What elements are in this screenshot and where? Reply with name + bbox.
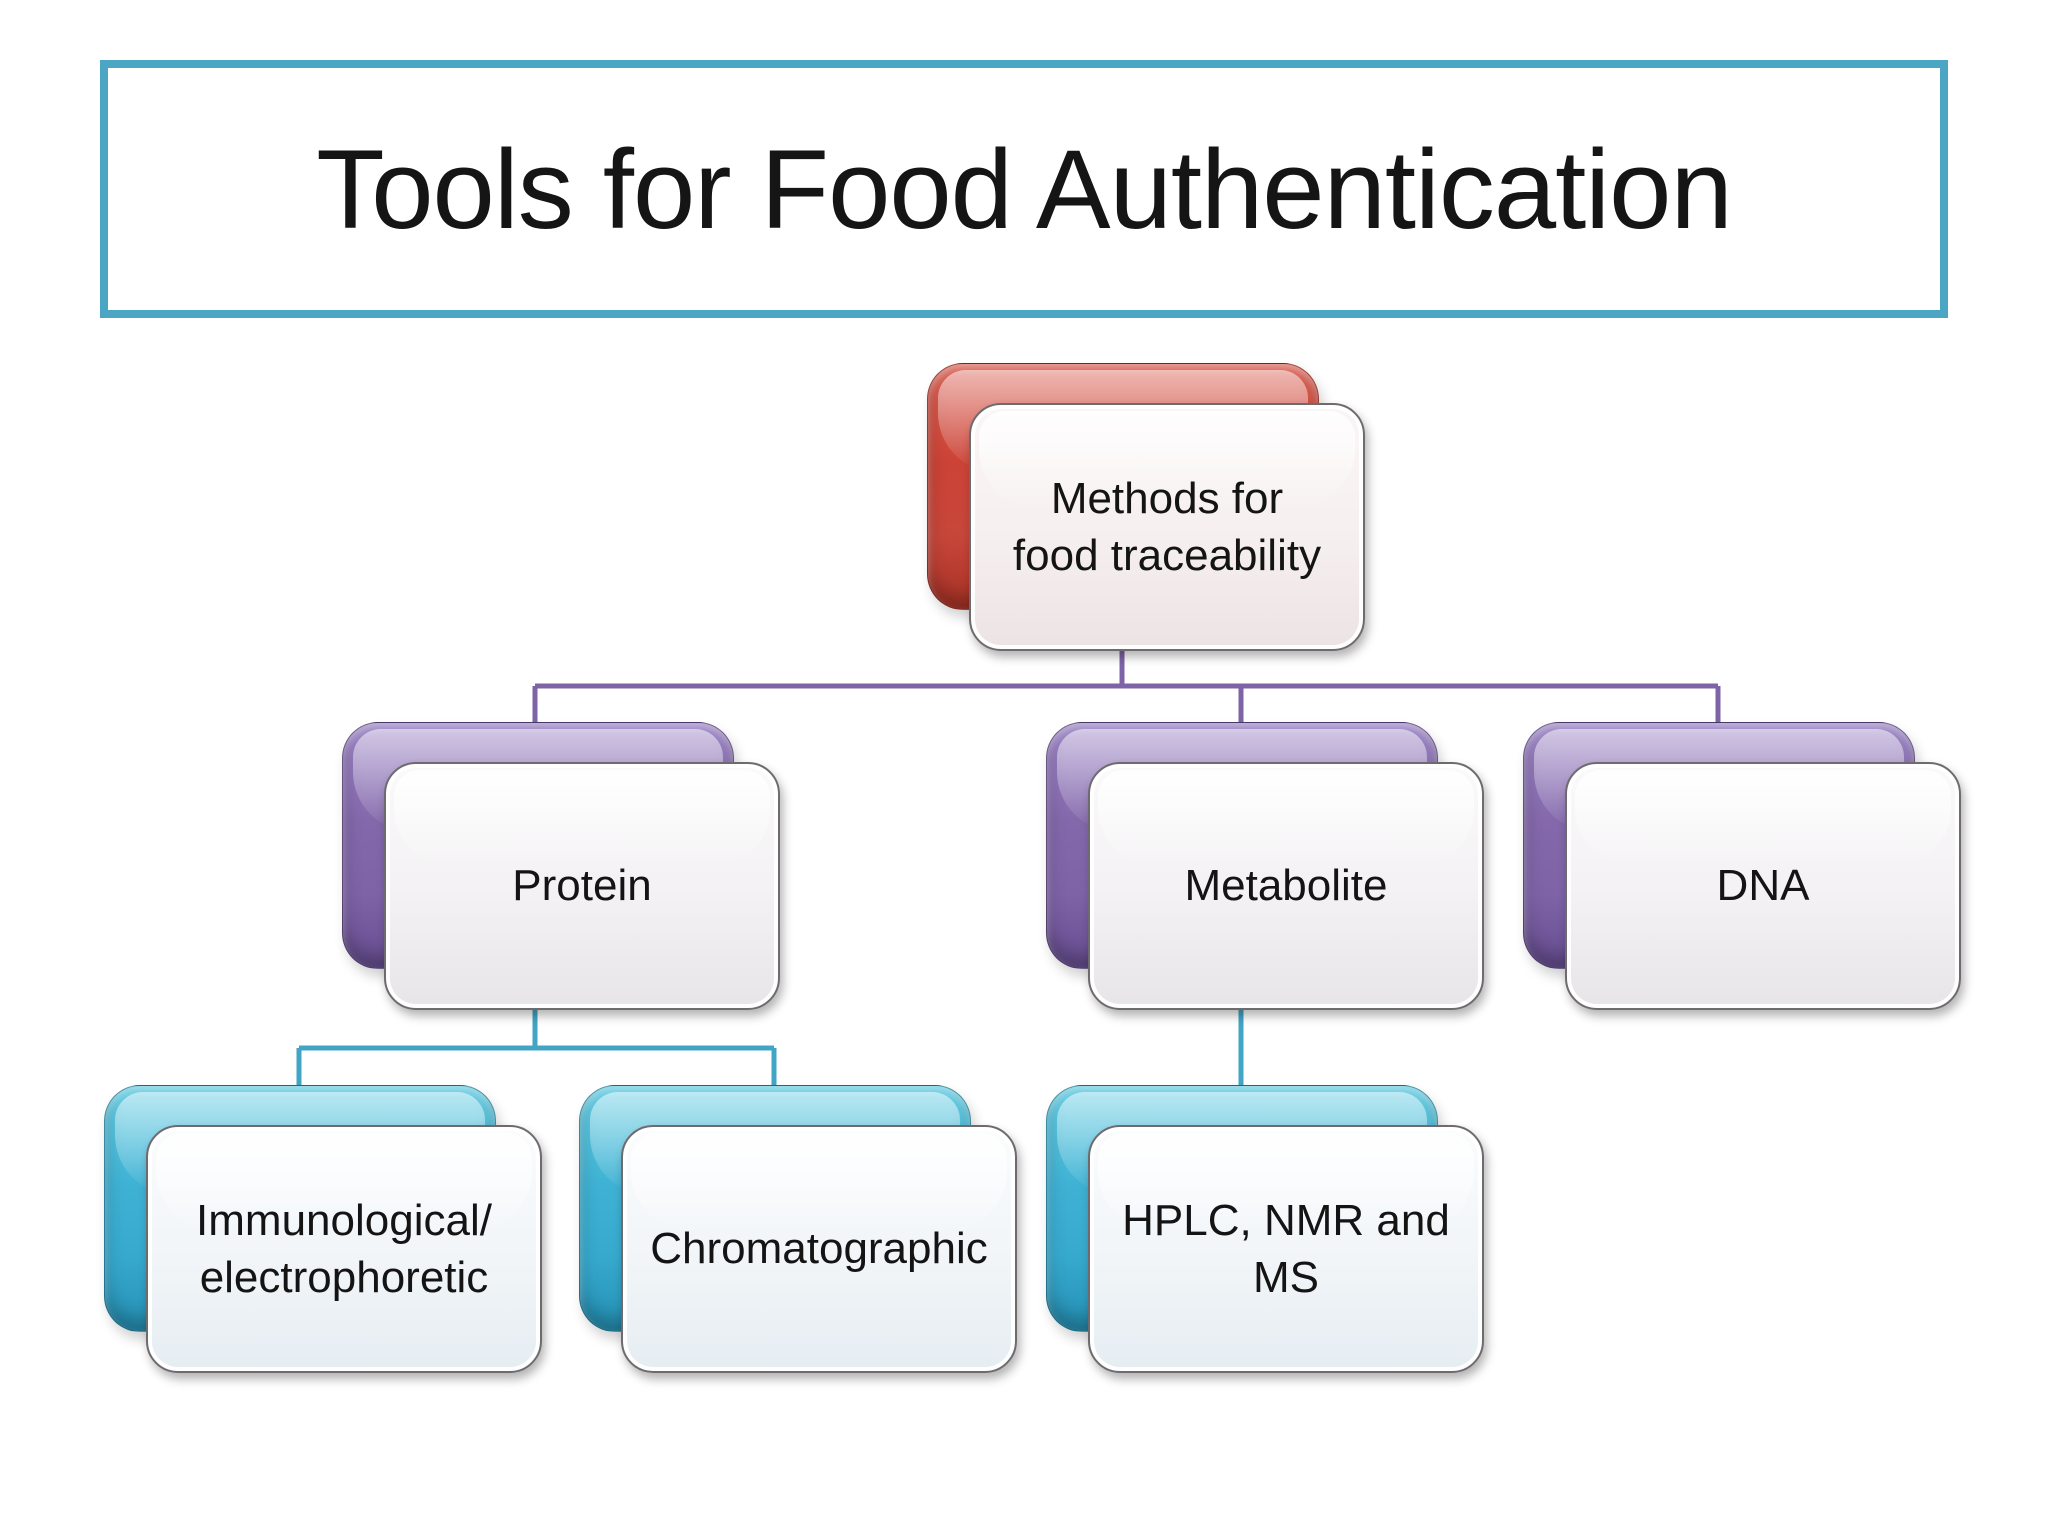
node-chromatographic-front-card: Chromatographic: [621, 1125, 1017, 1373]
node-hplc-label: HPLC, NMR and MS: [1122, 1195, 1450, 1302]
node-metabolite: Metabolite: [1046, 722, 1484, 1010]
node-immunological-label: Immunological/ electrophoretic: [196, 1195, 492, 1302]
node-dna: DNA: [1523, 722, 1961, 1010]
node-chromatographic: Chromatographic: [579, 1085, 1017, 1373]
node-root: Methods for food traceability: [927, 363, 1365, 651]
node-protein: Protein: [342, 722, 780, 1010]
title-box: Tools for Food Authentication: [100, 60, 1948, 318]
node-root-label: Methods for food traceability: [1012, 473, 1322, 580]
page-title: Tools for Food Authentication: [316, 126, 1732, 252]
node-dna-front-card: DNA: [1565, 762, 1961, 1010]
node-protein-front-card: Protein: [384, 762, 780, 1010]
node-immunological-front-card: Immunological/ electrophoretic: [146, 1125, 542, 1373]
node-immunological: Immunological/ electrophoretic: [104, 1085, 542, 1373]
node-root-front-card: Methods for food traceability: [969, 403, 1365, 651]
node-protein-label: Protein: [512, 861, 652, 911]
node-metabolite-label: Metabolite: [1184, 861, 1388, 911]
node-dna-label: DNA: [1716, 861, 1810, 911]
connector-protein-to-children: [296, 990, 777, 1095]
node-hplc-front-card: HPLC, NMR and MS: [1088, 1125, 1484, 1373]
node-metabolite-front-card: Metabolite: [1088, 762, 1484, 1010]
node-chromatographic-label: Chromatographic: [650, 1224, 988, 1274]
node-hplc: HPLC, NMR and MS: [1046, 1085, 1484, 1373]
